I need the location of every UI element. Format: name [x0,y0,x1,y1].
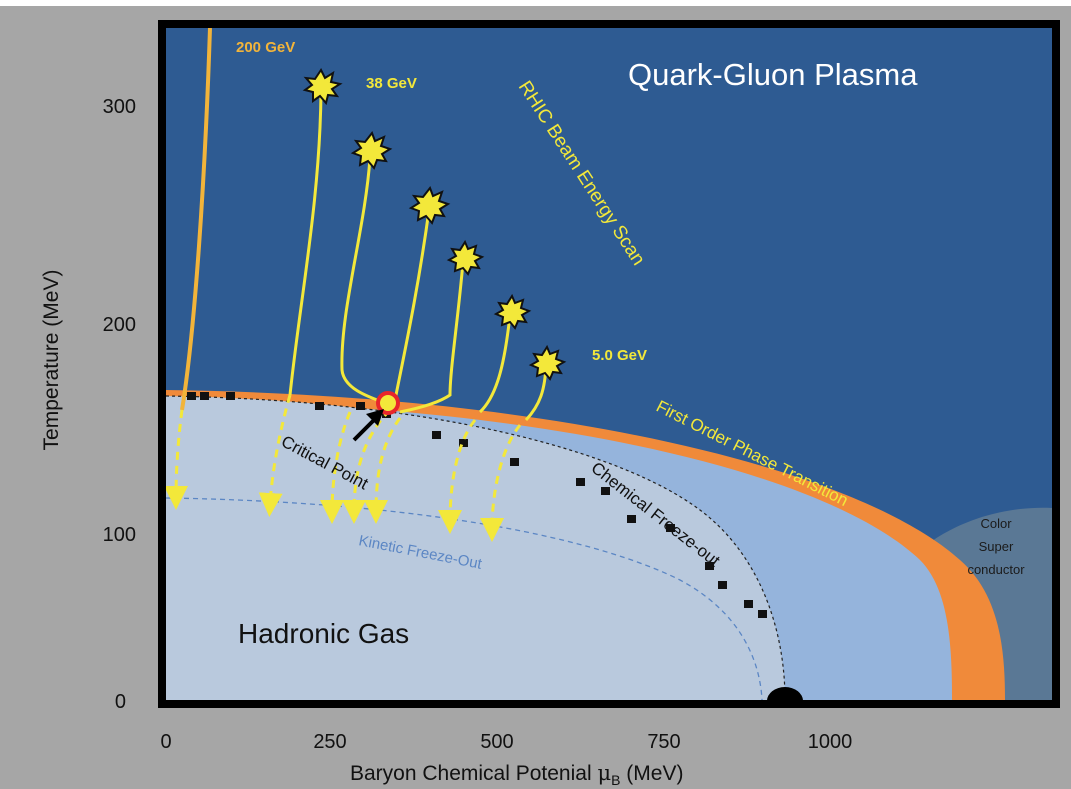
label-38gev: 38 GeV [366,75,417,92]
y-axis-label: Temperature (MeV) [40,270,63,451]
color-super-line-3: conductor [967,562,1025,577]
burst-icon [493,293,532,330]
trajectory-200gev [180,28,212,411]
freezeout-data-points [187,392,767,618]
x-tick-1000: 1000 [808,731,853,753]
trajectory-200gev-dashed [166,409,189,510]
x-tick-250: 250 [313,731,346,753]
x-tick-500: 500 [480,731,513,753]
y-tick-200: 200 [103,314,136,336]
outer-top-strip [0,0,1071,6]
burst-icon [528,344,567,381]
critical-point-marker [376,391,400,415]
y-axis-ticks: 300 200 100 0 [103,96,136,713]
chemical-freezeout-curve [166,395,786,700]
qgp-label: Quark-Gluon Plasma [628,57,918,92]
x-label-suffix: (MeV) [620,762,683,785]
collision-bursts [302,68,567,381]
x-tick-0: 0 [160,731,171,753]
burst-icon [302,68,343,106]
y-tick-0: 0 [115,691,126,713]
y-tick-300: 300 [103,96,136,118]
x-label-sub: B [611,772,620,788]
label-5gev: 5.0 GeV [592,347,647,364]
nuclear-matter-point [767,687,803,700]
burst-icon [350,130,393,170]
x-label-prefix: Baryon Chemical Potenial [350,762,597,785]
color-superconductor-label: Color Super conductor [967,516,1025,577]
color-super-line-1: Color [980,516,1012,531]
x-axis-label: Baryon Chemical Potenial μB (MeV) [350,761,683,788]
critical-point-arrowhead [366,409,384,426]
color-super-line-2: Super [979,539,1014,554]
x-axis-ticks: 0 250 500 750 1000 [160,731,852,753]
hadronic-gas-region [166,396,785,700]
burst-icon [408,185,451,225]
burst-icon [446,239,485,276]
label-200gev: 200 GeV [236,39,295,56]
x-tick-750: 750 [647,731,680,753]
x-label-mu: μ [597,761,611,785]
rhic-trajectories [258,91,548,542]
kinetic-freezeout-curve [166,497,763,700]
y-tick-100: 100 [103,524,136,546]
hadronic-gas-label: Hadronic Gas [238,618,409,649]
